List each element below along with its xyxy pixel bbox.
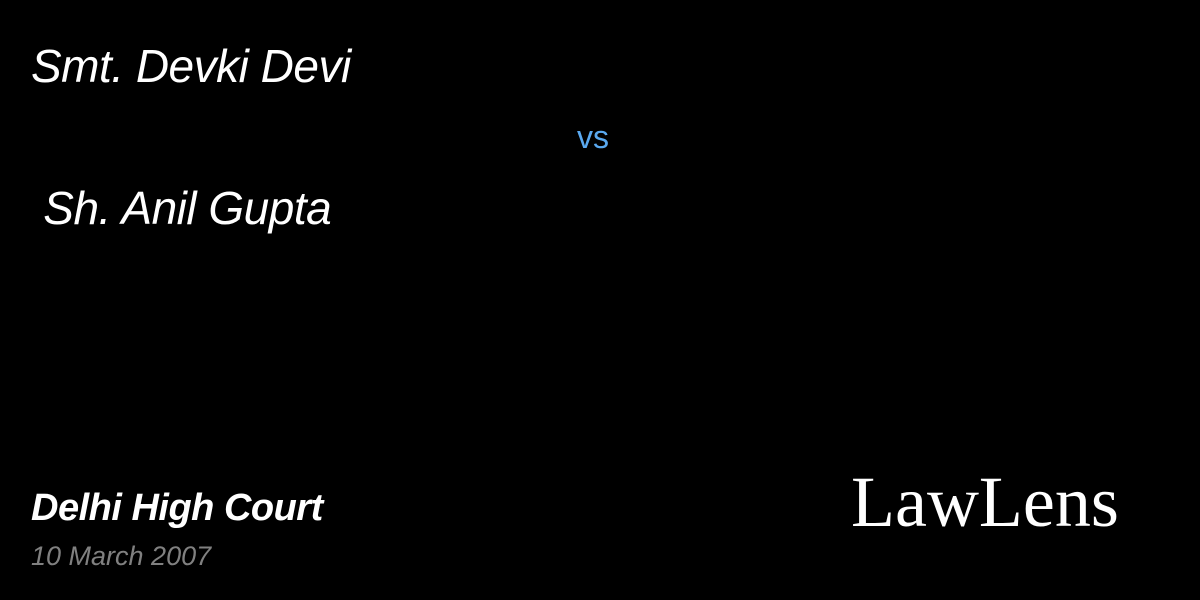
- court-name: Delhi High Court: [31, 487, 323, 529]
- versus-label: vs: [577, 119, 609, 155]
- petitioner-name: Smt. Devki Devi: [31, 40, 351, 92]
- brand-logo: LawLens: [851, 462, 1119, 542]
- respondent-name: Sh. Anil Gupta: [31, 182, 332, 234]
- judgment-date: 10 March 2007: [31, 541, 212, 571]
